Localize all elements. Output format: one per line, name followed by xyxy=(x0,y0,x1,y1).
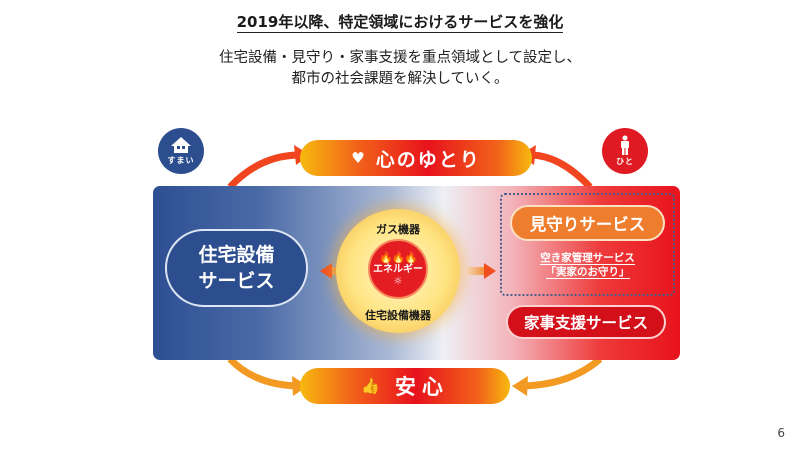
housing-service-line-2: サービス xyxy=(198,270,275,292)
bottom-pill-label: 安心 xyxy=(394,375,449,399)
person-badge: ひと xyxy=(602,128,648,174)
person-icon xyxy=(621,135,629,155)
anshin-pill: 👍 安心 xyxy=(300,368,510,404)
home-badge-label: すまい xyxy=(167,156,195,165)
top-pill-label: 心のゆとり xyxy=(375,148,481,171)
energy-core: ガス機器 🔥🔥🔥 エネルギー ☼ 住宅設備機器 xyxy=(336,209,460,333)
flame-icon: 🔥🔥🔥 xyxy=(378,250,418,264)
home-badge: すまい xyxy=(158,128,204,174)
person-badge-label: ひと xyxy=(616,157,634,166)
energy-label: エネルギー xyxy=(373,263,423,275)
gas-equipment-label: ガス機器 xyxy=(376,223,420,236)
housing-equipment-service: 住宅設備 サービス xyxy=(165,229,308,307)
subtitle-line-2: 都市の社会課題を解決していく。 xyxy=(291,71,509,87)
vacant-house-line-1: 空き家管理サービス xyxy=(540,252,635,265)
kokoro-no-yutori-pill: ♥ 心のゆとり xyxy=(300,140,532,176)
mimamori-service: 見守りサービス xyxy=(510,205,665,241)
right-arrow-stem xyxy=(466,267,486,275)
slide-subtitle: 住宅設備・見守り・家事支援を重点領域として設定し、 都市の社会課題を解決していく… xyxy=(0,48,800,90)
vacant-house-line-2: 「実家のお守り」 xyxy=(545,266,630,279)
right-arrow-icon xyxy=(484,263,496,279)
heart-icon: ♥ xyxy=(351,149,367,167)
subtitle-line-1: 住宅設備・見守り・家事支援を重点領域として設定し、 xyxy=(218,50,582,66)
service-diagram: すまい ひと ♥ 心のゆとり 住宅設備 サービス ガス機器 🔥🔥🔥 エネルギー … xyxy=(150,125,685,410)
slide-title: 2019年以降、特定領域におけるサービスを強化 xyxy=(0,11,800,33)
left-arrow-icon xyxy=(320,263,332,279)
page-number: 6 xyxy=(777,426,785,440)
housework-support-service: 家事支援サービス xyxy=(506,305,666,339)
house-icon xyxy=(171,137,191,153)
mimamori-group xyxy=(500,193,675,296)
thumbs-up-icon: 👍 xyxy=(361,377,386,395)
energy-circle: 🔥🔥🔥 エネルギー ☼ xyxy=(368,239,428,299)
slide-title-text: 2019年以降、特定領域におけるサービスを強化 xyxy=(236,13,564,33)
light-bulb-icon: ☼ xyxy=(393,275,403,287)
housing-service-line-1: 住宅設備 xyxy=(198,244,275,266)
housing-equipment-label: 住宅設備機器 xyxy=(365,309,431,322)
vacant-house-service: 空き家管理サービス 「実家のお守り」 xyxy=(510,251,665,279)
